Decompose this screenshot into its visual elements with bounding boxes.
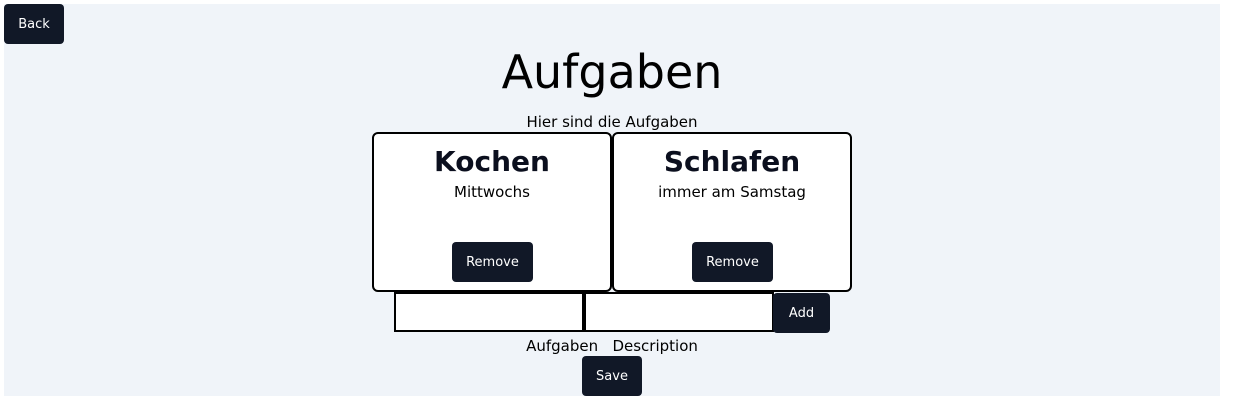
task-title: Kochen bbox=[434, 145, 550, 178]
page-container: Back Aufgaben Hier sind die Aufgaben Koc… bbox=[4, 4, 1220, 396]
task-description: Mittwochs bbox=[454, 183, 530, 201]
back-button[interactable]: Back bbox=[4, 4, 64, 44]
task-description-label: Description bbox=[612, 337, 698, 355]
label-spacer bbox=[598, 337, 612, 355]
add-button[interactable]: Add bbox=[773, 293, 830, 333]
page-title: Aufgaben bbox=[501, 45, 723, 99]
input-labels: Aufgaben Description bbox=[4, 336, 1220, 356]
task-description-input[interactable] bbox=[584, 292, 774, 332]
task-name-input[interactable] bbox=[394, 292, 584, 332]
remove-button[interactable]: Remove bbox=[692, 242, 773, 282]
task-card: Kochen Mittwochs Remove bbox=[372, 132, 612, 292]
task-description: immer am Samstag bbox=[658, 183, 806, 201]
task-card: Schlafen immer am Samstag Remove bbox=[612, 132, 852, 292]
page-subtitle: Hier sind die Aufgaben bbox=[526, 113, 698, 131]
task-name-label: Aufgaben bbox=[526, 337, 599, 355]
remove-button[interactable]: Remove bbox=[452, 242, 533, 282]
task-title: Schlafen bbox=[663, 145, 801, 178]
save-button[interactable]: Save bbox=[582, 356, 642, 396]
